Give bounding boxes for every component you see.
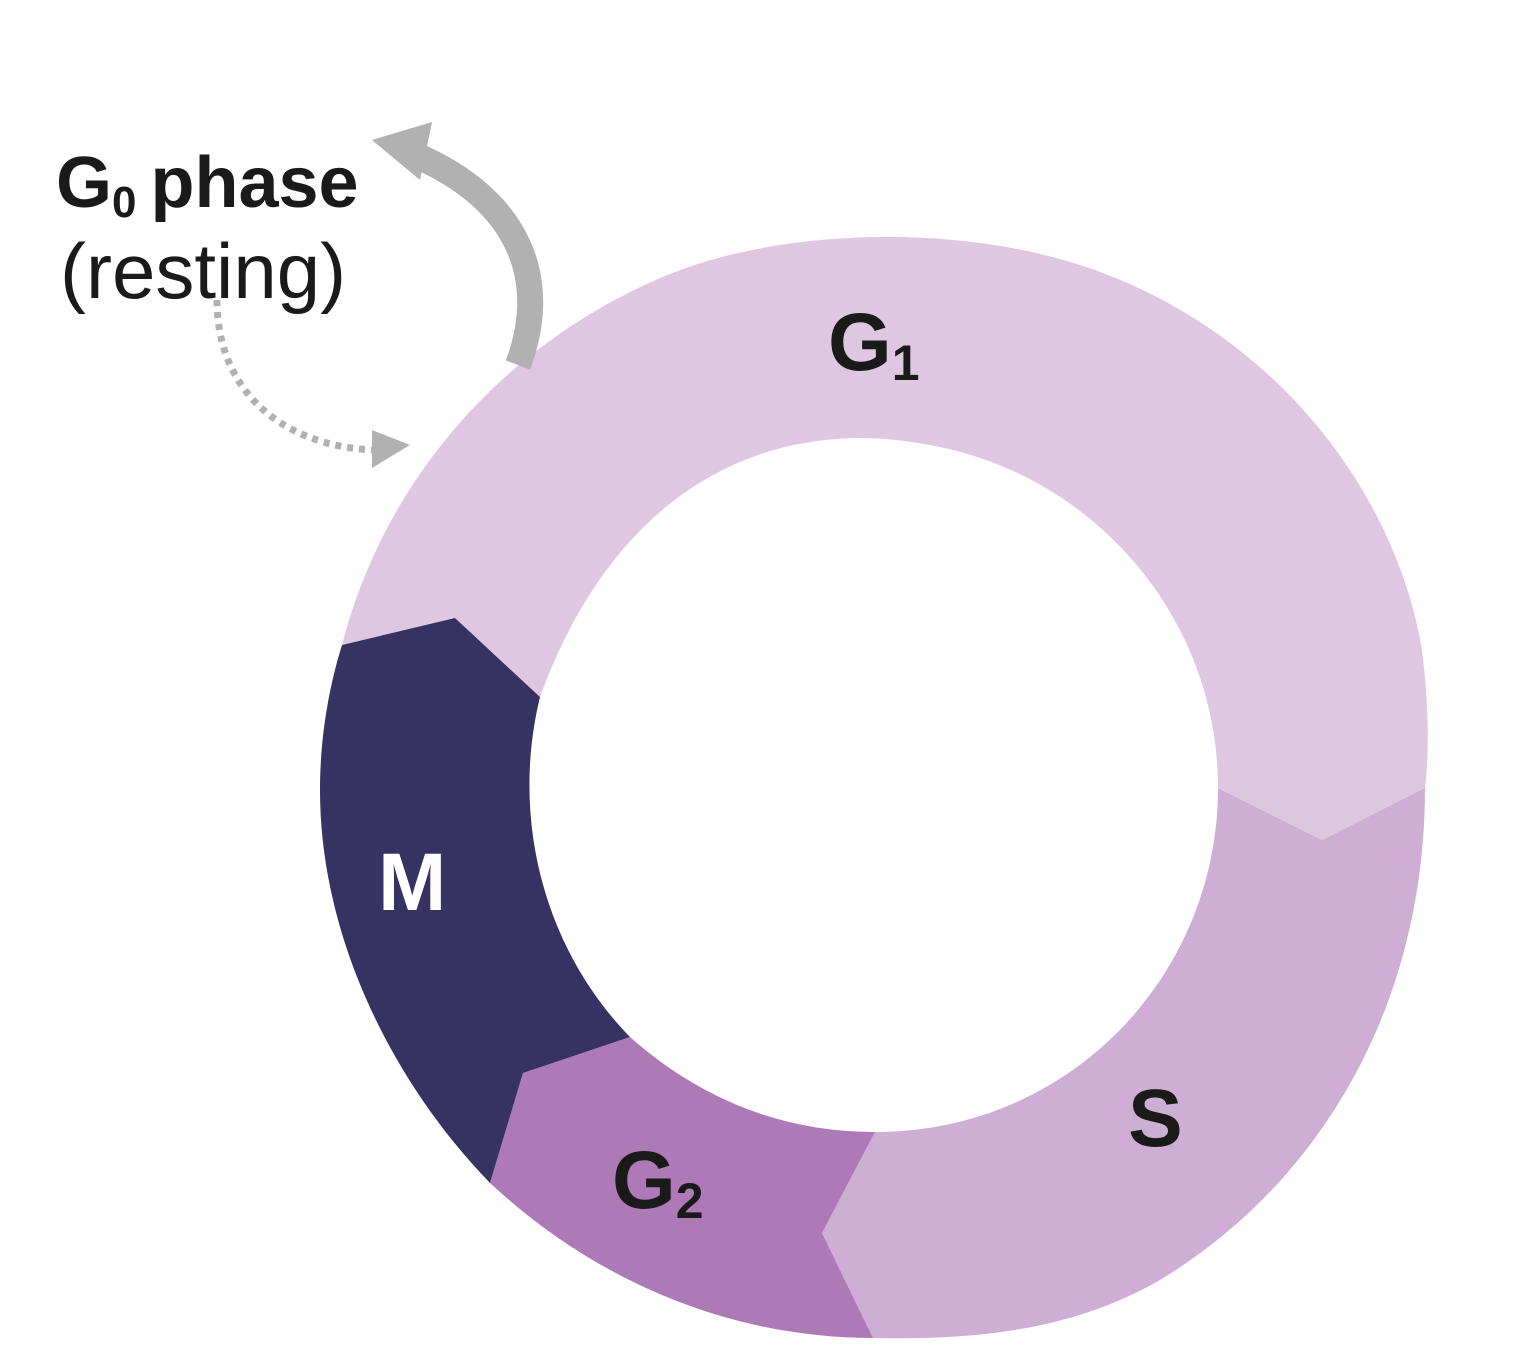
exit-to-g0-arrowhead (372, 122, 432, 180)
g0-letter: G (56, 143, 112, 223)
g0-subscript: 0 (112, 178, 136, 227)
g1-subscript: 1 (892, 335, 920, 391)
phase-label-m: M (378, 837, 446, 928)
g2-subscript: 2 (676, 1173, 704, 1229)
ring-segment-s (822, 788, 1425, 1339)
g1-letter: G (828, 297, 892, 388)
g0-word: phase (151, 143, 359, 223)
phase-label-g2: G2 (612, 1135, 704, 1229)
g0-resting-note: (resting) (60, 227, 346, 315)
exit-to-g0-arrow-shaft (409, 143, 544, 370)
reenter-cycle-arrow-shaft (213, 299, 373, 454)
ring-segment-g2 (490, 1037, 875, 1338)
reenter-cycle-arrowhead (372, 430, 410, 468)
phase-label-s: S (1128, 1073, 1183, 1164)
g2-letter: G (612, 1135, 676, 1226)
ring-segment-m (320, 618, 630, 1183)
phase-label-g1: G1 (828, 297, 920, 391)
g0-phase-title: G0 phase (56, 143, 359, 227)
ring-segment-g1 (342, 236, 1428, 840)
